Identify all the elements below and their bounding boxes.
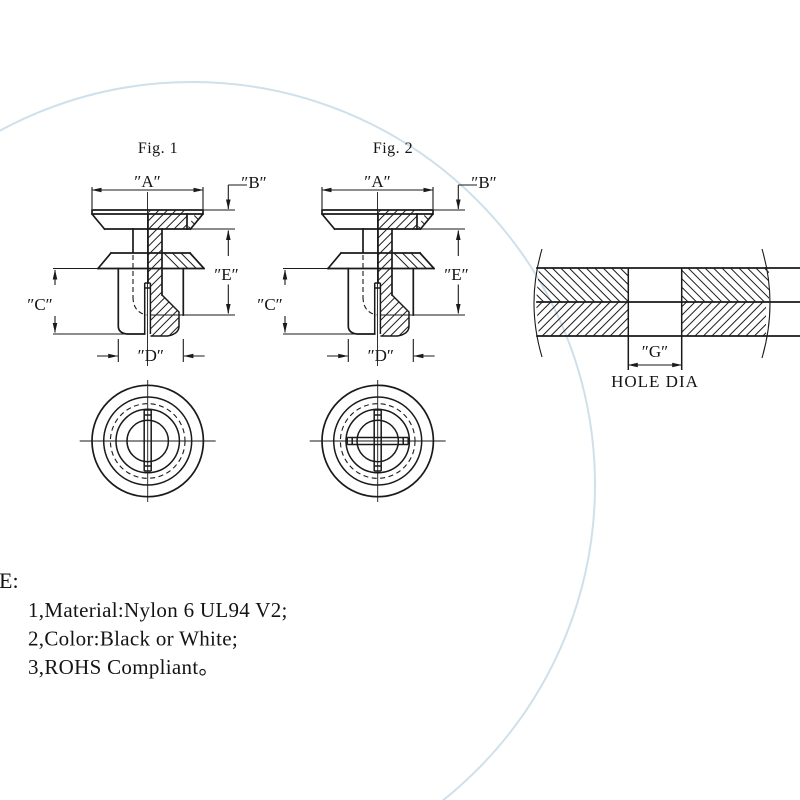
hole-dia-caption: HOLE DIA (611, 372, 699, 391)
hole-section-view: ″G″ HOLE DIA (533, 248, 800, 391)
dimension-label-c: ″C″ (257, 295, 283, 314)
dimension-label-a: ″A″ (364, 172, 390, 191)
dimension-label-b: ″B″ (241, 173, 267, 192)
dimension-label-d: ″D″ (368, 346, 394, 365)
figure-1-bottom-view (78, 379, 217, 503)
dimension-label-g: ″G″ (642, 342, 668, 361)
dimension-label-b: ″B″ (471, 173, 497, 192)
dimension-label-e: ″E″ (444, 265, 469, 284)
figure-1-title: Fig. 1 (138, 140, 178, 157)
figure-2-dimension-labels: ″A″ ″B″ ″C″ ″D″ ″E″ (257, 172, 497, 365)
notes-heading: E: (0, 568, 19, 593)
notes-block: E: 1,Material:Nylon 6 UL94 V2; 2,Color:B… (0, 568, 288, 679)
figure-1-slot (143, 409, 152, 472)
figure-2-cross-slot (346, 409, 409, 472)
watermark-circle (0, 81, 596, 800)
dimension-label-a: ″A″ (134, 172, 160, 191)
note-line-2: 2,Color:Black or White; (28, 627, 238, 651)
dimension-label-d: ″D″ (138, 346, 164, 365)
note-line-1: 1,Material:Nylon 6 UL94 V2; (28, 598, 288, 622)
figure-1-dimension-labels: ″A″ ″B″ ″C″ ″D″ ″E″ (27, 172, 267, 365)
note-line-3: 3,ROHS Compliant。 (28, 655, 220, 679)
figure-2-title: Fig. 2 (373, 140, 413, 157)
figure-2-bottom-view (308, 379, 447, 503)
dimension-label-e: ″E″ (214, 265, 239, 284)
dimension-label-c: ″C″ (27, 295, 53, 314)
